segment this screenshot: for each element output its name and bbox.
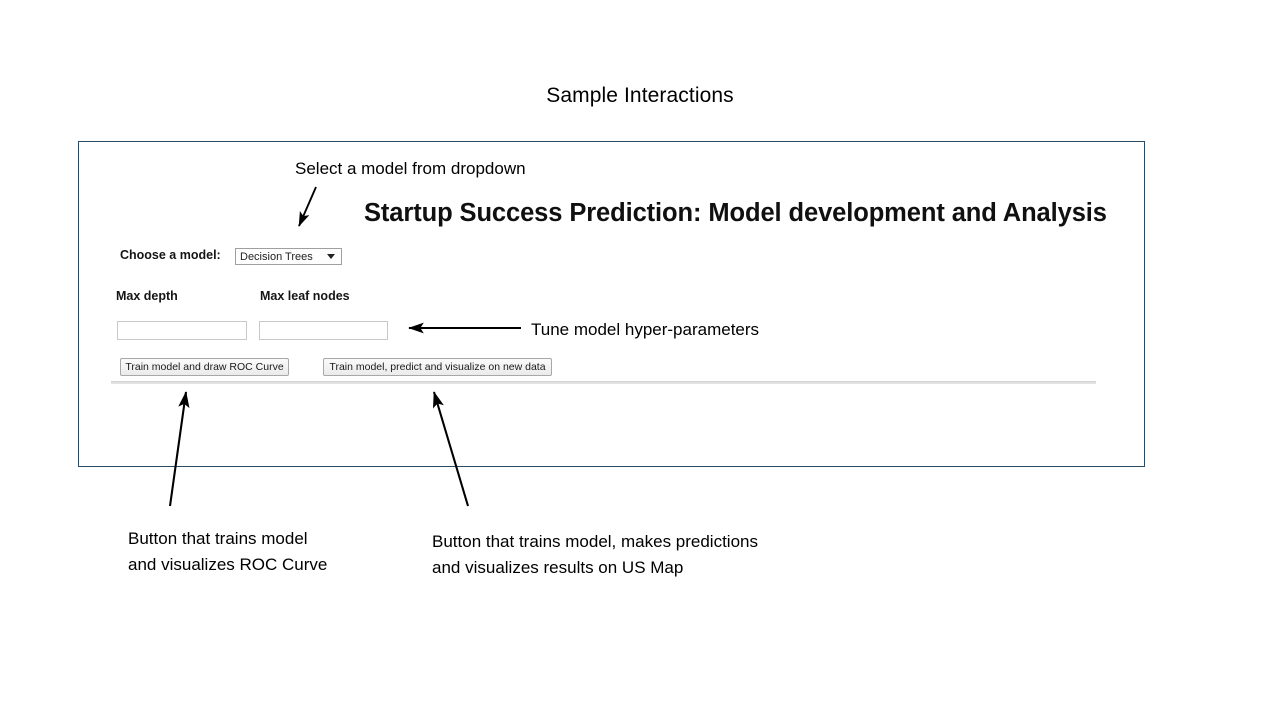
annotation-roc-button: Button that trains model and visualizes … [128,529,328,574]
annotation-select-model: Select a model from dropdown [295,159,526,178]
annotation-usmap-button: Button that trains model, makes predicti… [432,532,758,577]
app-screenshot-frame: Startup Success Prediction: Model develo… [78,141,1145,467]
choose-model-label: Choose a model: [120,248,221,262]
max-depth-label: Max depth [116,289,178,303]
max-depth-input[interactable] [117,321,247,340]
train-and-draw-roc-button[interactable]: Train model and draw ROC Curve [120,358,289,376]
max-leaf-nodes-label: Max leaf nodes [260,289,350,303]
train-predict-visualize-button[interactable]: Train model, predict and visualize on ne… [323,358,552,376]
page-title: Sample Interactions [546,84,734,107]
annotation-tune-hyperparameters: Tune model hyper-parameters [531,320,760,339]
model-select-value: Decision Trees [240,250,313,263]
app-heading: Startup Success Prediction: Model develo… [364,199,1107,227]
chevron-down-icon [327,254,335,259]
max-leaf-nodes-input[interactable] [259,321,388,340]
horizontal-divider [111,381,1096,384]
model-select-dropdown[interactable]: Decision Trees [235,248,342,265]
